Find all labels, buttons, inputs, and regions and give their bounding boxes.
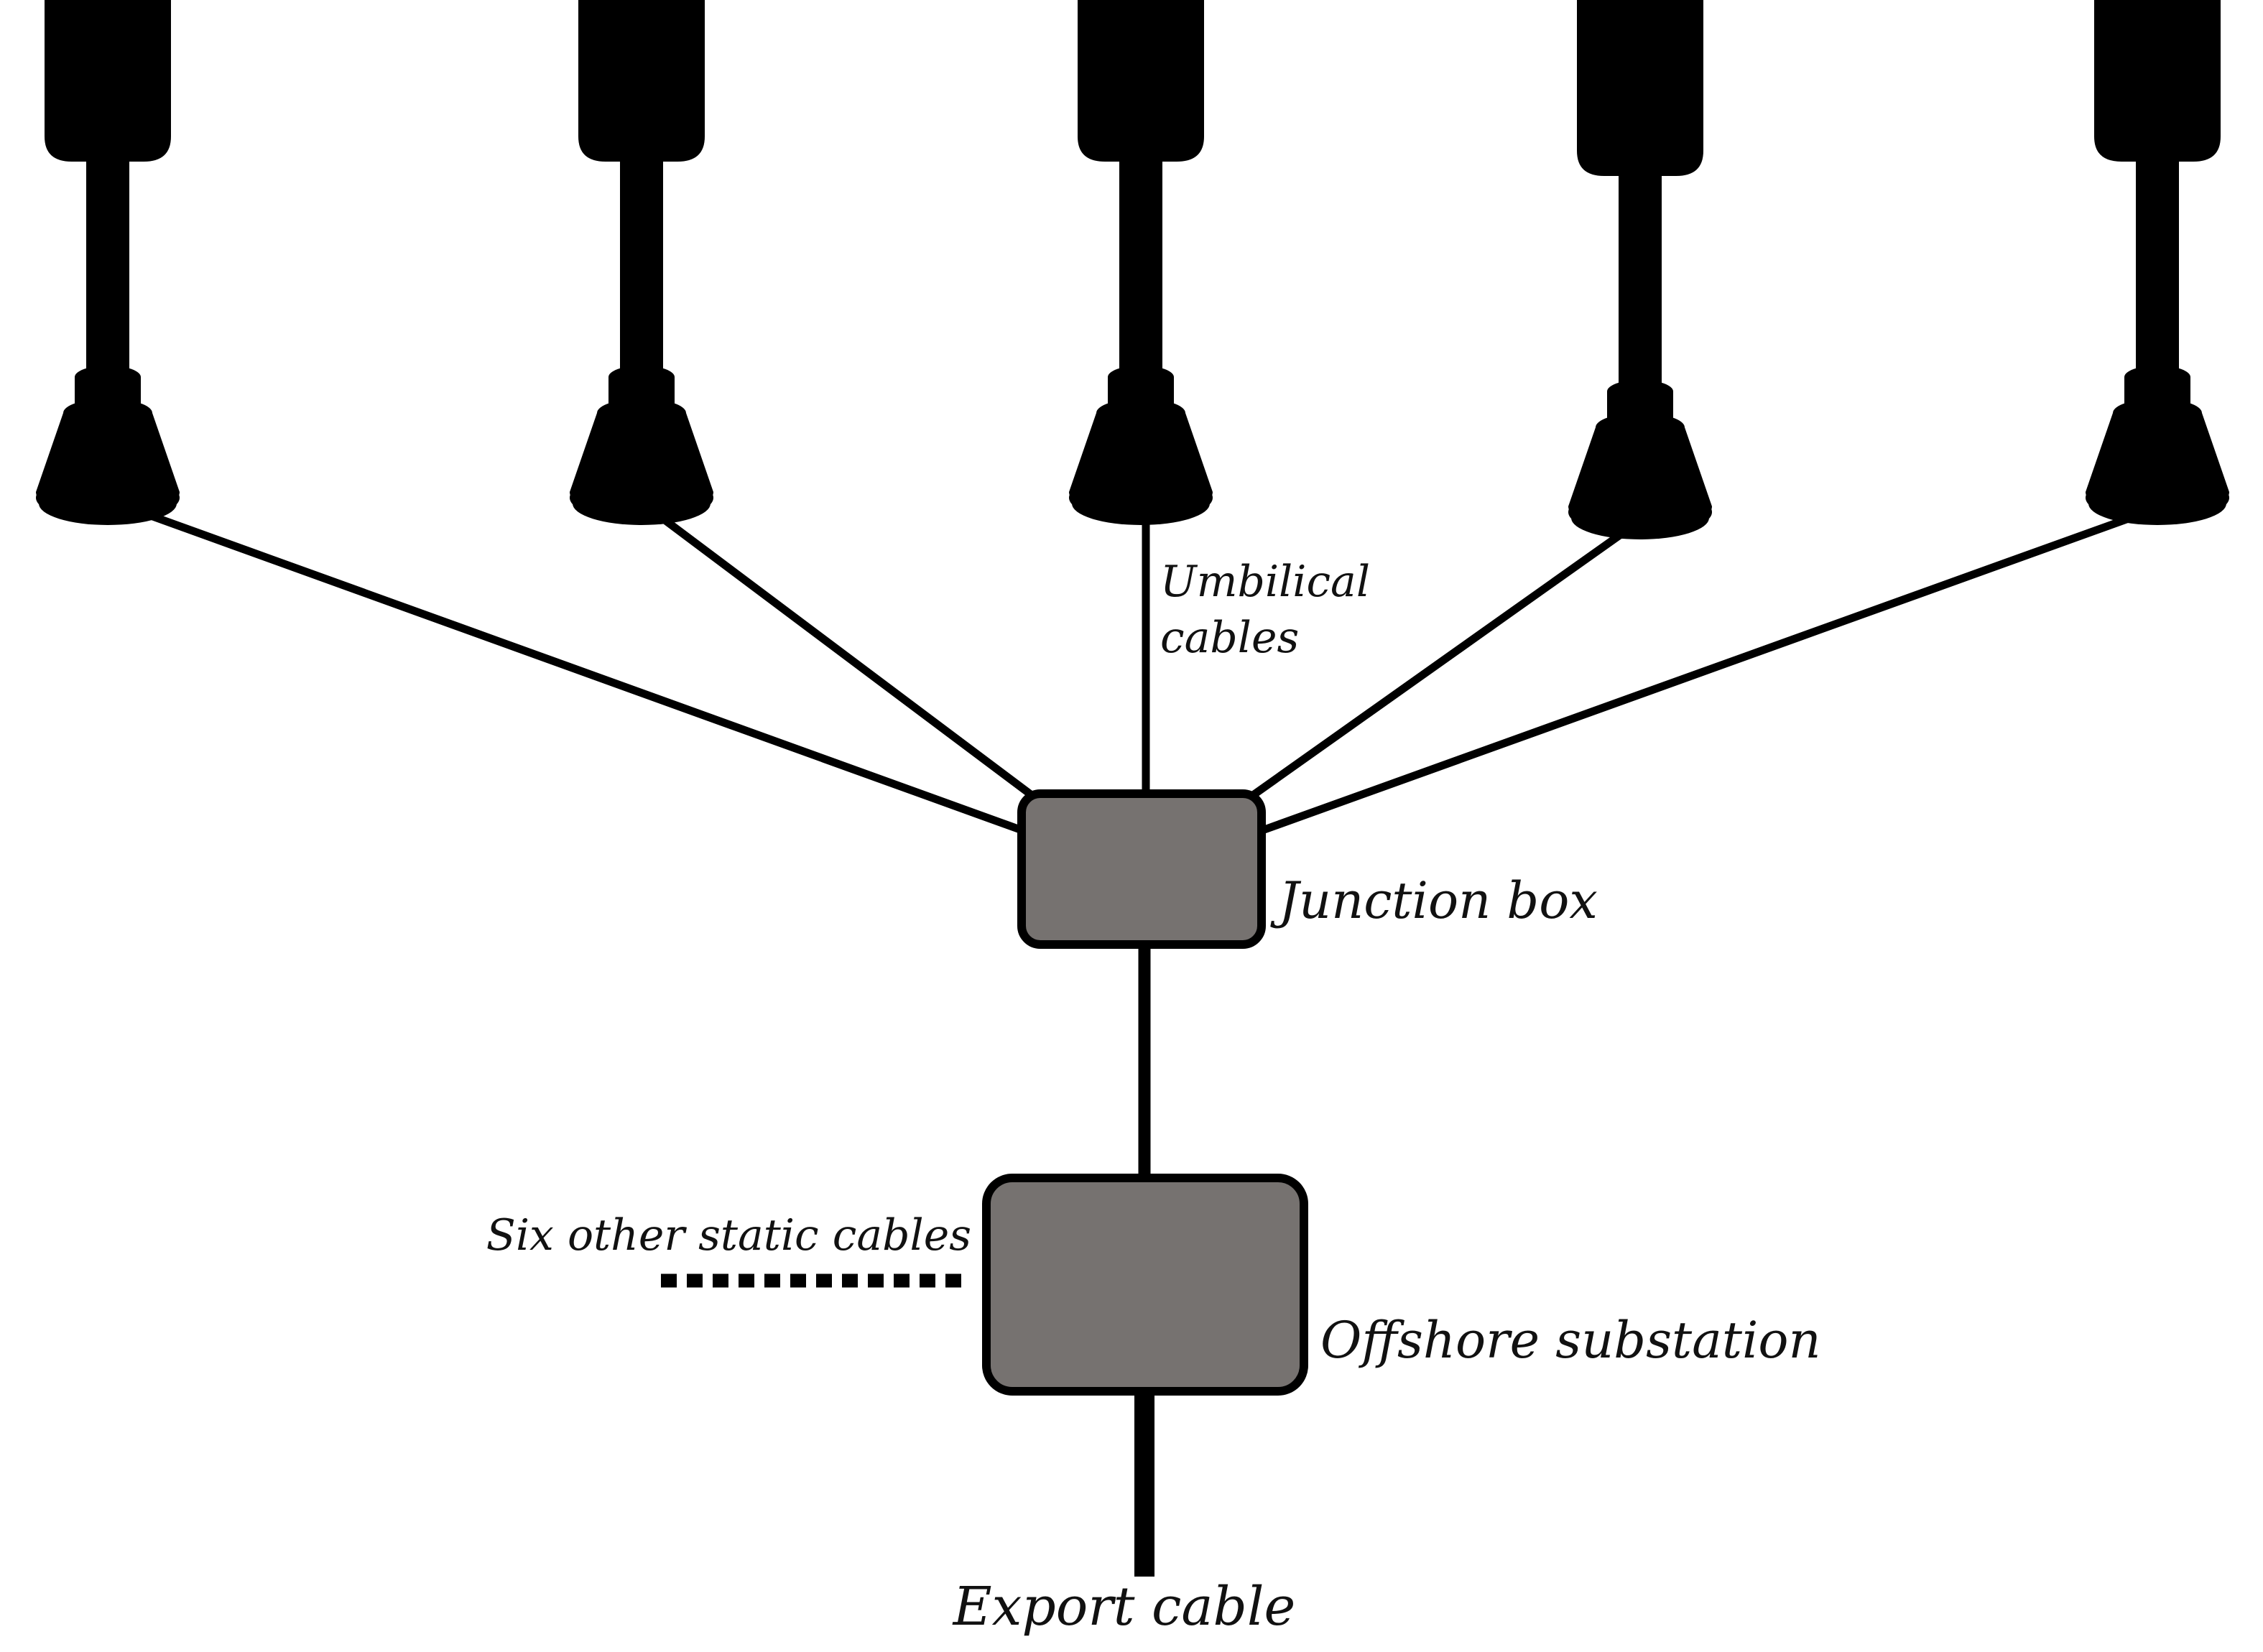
umbilical-cables: [111, 498, 2167, 834]
buoy-icon-5: [2086, 0, 2229, 525]
export-cable-label: Export cable: [952, 1576, 1296, 1638]
six-other-cables-label: Six other static cables: [486, 1210, 971, 1261]
junction-box: [1017, 789, 1266, 949]
wave-energy-converters: [36, 0, 2229, 539]
umbilical-cables-label-line1: Umbilical: [1160, 557, 1370, 607]
junction-box-label: Junction box: [1270, 871, 1598, 930]
umbilical-cable-4: [1246, 513, 1649, 802]
umbilical-cables-label-line2: cables: [1160, 613, 1299, 663]
buoy-icon-2: [570, 0, 713, 525]
buoy-icon-4: [1568, 0, 1712, 539]
umbilical-cable-1: [111, 498, 1024, 834]
offshore-substation-box: [982, 1174, 1308, 1396]
umbilical-cable-2: [642, 502, 1039, 802]
buoy-icon-3: [1069, 0, 1213, 525]
buoy-icon-1: [36, 0, 180, 525]
offshore-substation-label: Offshore substation: [1320, 1311, 1821, 1370]
umbilical-cable-5: [1260, 502, 2167, 834]
